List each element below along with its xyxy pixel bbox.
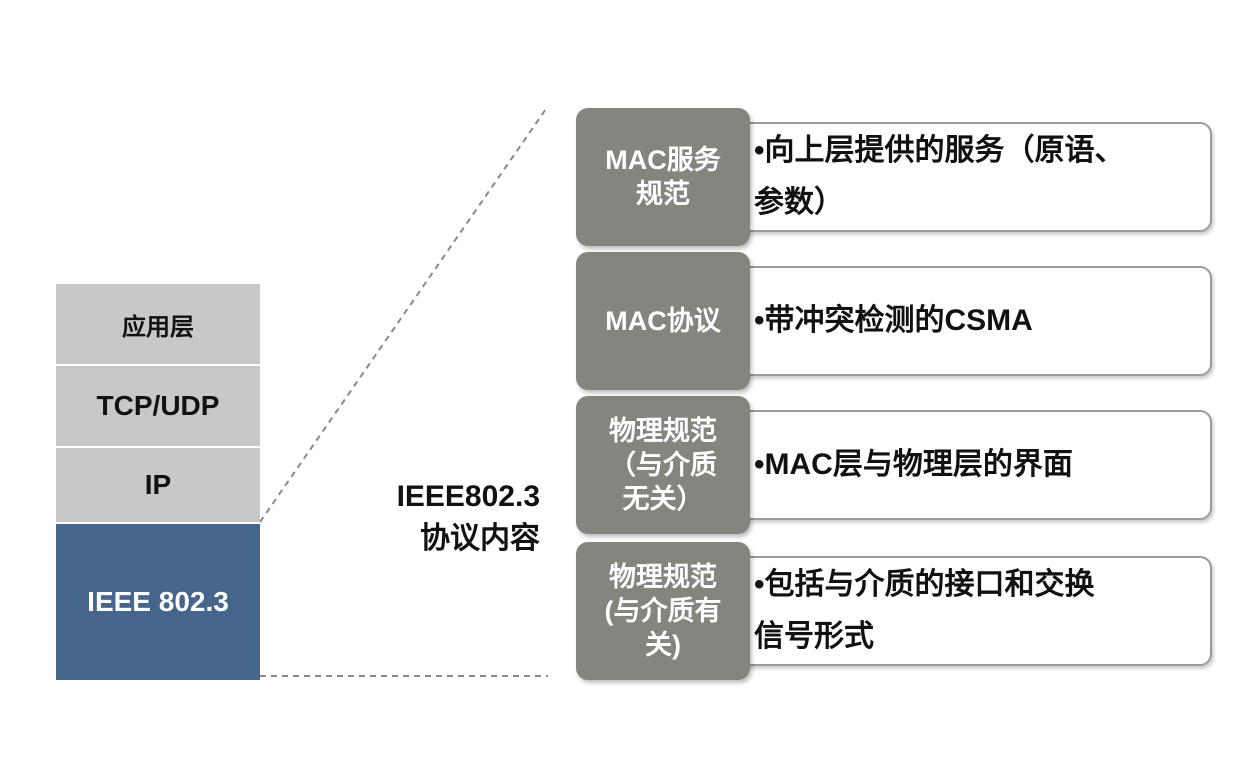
component-tag-line: (与介质有: [604, 596, 722, 626]
component-tag-line: 关): [645, 630, 681, 660]
component-detail-text: •MAC层与物理层的界面: [754, 439, 1198, 491]
component-tag-line: MAC服务: [605, 145, 721, 175]
component-detail-box: •带冲突检测的CSMA: [726, 266, 1212, 376]
component-tag: MAC服务 规范: [576, 108, 750, 246]
component-tag-line: 物理规范: [609, 416, 717, 446]
component-tag-line: 规范: [636, 179, 690, 209]
connector-line-top: [259, 105, 549, 523]
component-tag-line: MAC协议: [605, 306, 721, 336]
component-mac-protocol: •带冲突检测的CSMA MAC协议: [576, 252, 1212, 390]
component-physical-dependent: •包括与介质的接口和交换 信号形式 物理规范 (与介质有 关): [576, 542, 1212, 680]
component-detail-text: •向上层提供的服务（原语、 参数）: [754, 125, 1198, 229]
component-physical-independent: •MAC层与物理层的界面 物理规范 （与介质 无关）: [576, 396, 1212, 534]
component-tag: MAC协议: [576, 252, 750, 390]
protocol-content-label-line2: 协议内容: [420, 522, 540, 555]
stack-layer-tcp-udp: TCP/UDP: [56, 366, 260, 446]
stack-layer-ieee-802-3: IEEE 802.3: [56, 524, 260, 680]
component-detail-line: •向上层提供的服务（原语、: [754, 134, 1125, 167]
component-detail-line: 参数）: [754, 186, 844, 219]
protocol-content-label: IEEE802.3 协议内容: [330, 476, 540, 560]
component-tag: 物理规范 (与介质有 关): [576, 542, 750, 680]
component-detail-text: •带冲突检测的CSMA: [754, 295, 1198, 347]
component-mac-service: •向上层提供的服务（原语、 参数） MAC服务 规范: [576, 108, 1212, 246]
component-tag: 物理规范 （与介质 无关）: [576, 396, 750, 534]
component-detail-box: •MAC层与物理层的界面: [726, 410, 1212, 520]
component-detail-line: •带冲突检测的CSMA: [754, 304, 1033, 337]
component-tag-line: 物理规范: [609, 562, 717, 592]
component-detail-box: •向上层提供的服务（原语、 参数）: [726, 122, 1212, 232]
component-tag-line: 无关）: [622, 484, 704, 514]
component-tag-line: （与介质: [609, 450, 717, 480]
stack-layer-ip: IP: [56, 448, 260, 522]
component-detail-line: •包括与介质的接口和交换: [754, 568, 1095, 601]
stack-layer-application: 应用层: [56, 284, 260, 364]
protocol-content-label-line1: IEEE802.3: [396, 480, 540, 513]
component-detail-text: •包括与介质的接口和交换 信号形式: [754, 559, 1198, 663]
component-detail-line: 信号形式: [754, 620, 874, 653]
component-detail-line: •MAC层与物理层的界面: [754, 448, 1073, 481]
component-detail-box: •包括与介质的接口和交换 信号形式: [726, 556, 1212, 666]
